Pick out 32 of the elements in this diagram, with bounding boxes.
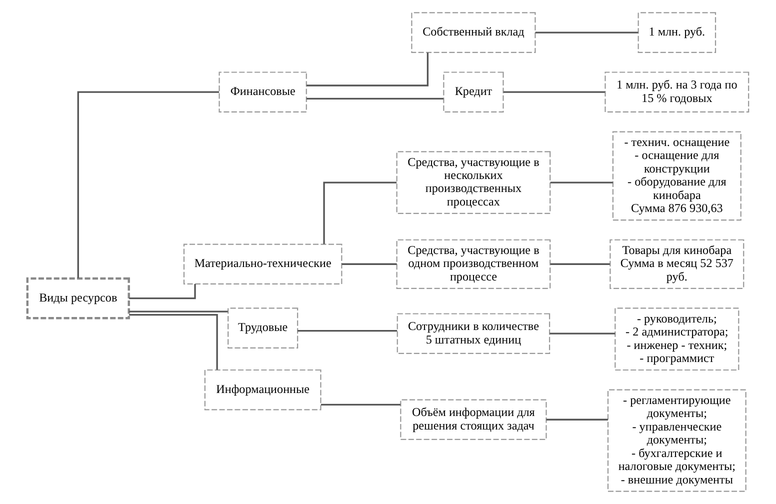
node-box: Трудовые: [228, 308, 298, 348]
node-box: Товары для кинобара Сумма в месяц 52 537 руб.: [610, 239, 744, 289]
connector: [550, 332, 616, 334]
node-box: Виды ресурсов: [26, 277, 130, 320]
connector: [306, 98, 444, 100]
node-box: - руководитель; - 2 администратора; - инженер - техник; - программист: [614, 308, 740, 371]
connector: [298, 330, 398, 332]
node-box: Сотрудники в количестве 5 штатных единиц: [396, 313, 550, 354]
connector: [550, 263, 610, 265]
connector: [503, 91, 605, 93]
connector: [77, 91, 220, 278]
connector: [342, 263, 397, 265]
node-box: 1 млн. руб.: [638, 12, 716, 53]
node-box: Средства, участвующие в одном производственном процессе: [396, 239, 551, 289]
node-box: Объём информации для решения стоящих задач: [400, 399, 547, 440]
connector: [546, 418, 608, 420]
node-box: Информационные: [204, 369, 322, 410]
connector: [306, 52, 429, 86]
node-box: Финансовые: [218, 72, 307, 112]
connector: [323, 182, 397, 244]
connector: [129, 314, 218, 370]
connector: [320, 404, 400, 406]
node-box: Средства, участвующие в нескольких производственных процессах: [396, 151, 551, 214]
node-box: - технич. оснащение - оснащение для конструкции - оборудование для кинобара Сумма 876 930,63: [612, 131, 742, 221]
node-box: - регламентирующие документы; - управленческие документы; - бухгалтерские и налоговые документы; - внешние документы: [607, 389, 746, 492]
connector: [535, 32, 638, 34]
node-box: 1 млн. руб. на 3 года по 15 % годовых: [604, 72, 750, 112]
node-box: Собственный вклад: [411, 12, 536, 53]
connector: [129, 310, 228, 312]
node-box: Материально-технические: [183, 244, 342, 285]
connector: [550, 182, 613, 184]
node-box: Кредит: [443, 72, 504, 112]
